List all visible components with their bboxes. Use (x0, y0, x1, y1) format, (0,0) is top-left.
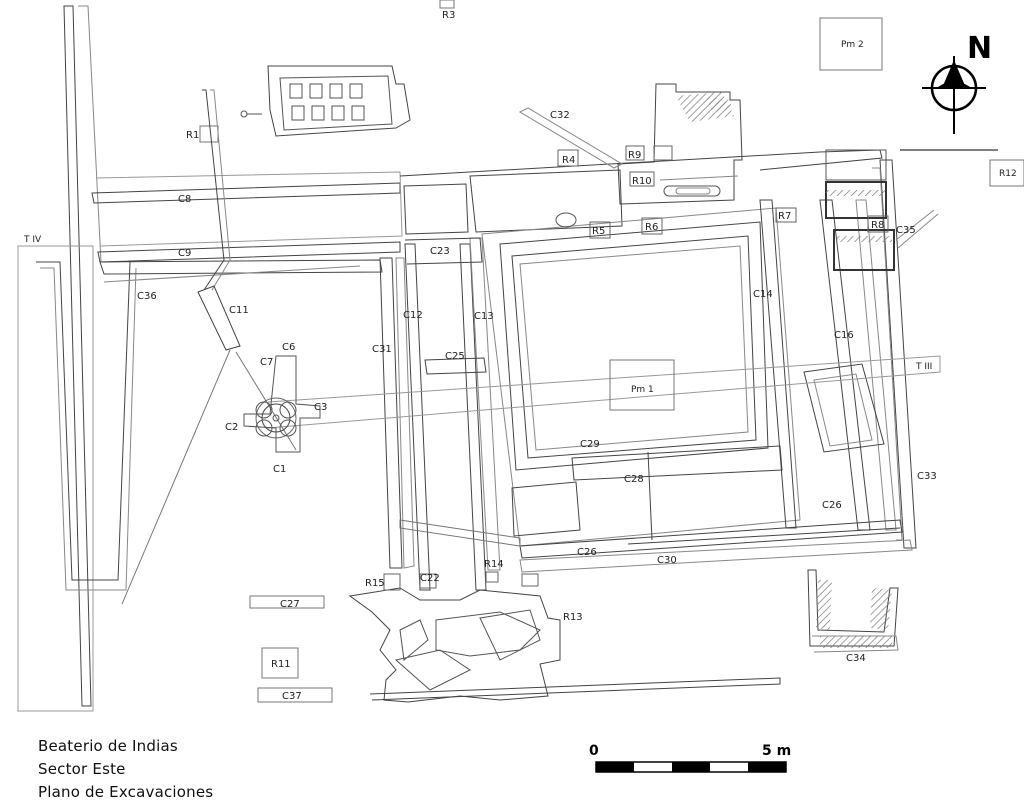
north-arrow: N (900, 31, 998, 151)
scale-start-label: 0 (589, 743, 599, 759)
label-C26a: C26 (822, 500, 842, 511)
label-C14: C14 (753, 289, 773, 300)
label-Pm2: Pm 2 (841, 40, 864, 50)
label-R13: R13 (563, 612, 583, 623)
title-line-3: Plano de Excavaciones (38, 783, 214, 801)
label-R4: R4 (562, 155, 575, 166)
label-C37: C37 (282, 691, 302, 702)
wall-lines (17, 0, 1024, 712)
label-C26b: C26 (577, 547, 597, 558)
label-R3: R3 (442, 10, 455, 21)
label-C28: C28 (624, 474, 644, 485)
label-C1: C1 (273, 464, 286, 475)
label-R15: R15 (365, 578, 385, 589)
label-C36: C36 (137, 291, 157, 302)
label-C11: C11 (229, 305, 249, 316)
label-C30: C30 (657, 555, 677, 566)
label-C8: C8 (178, 194, 191, 205)
label-R6: R6 (645, 222, 658, 233)
label-C35: C35 (896, 225, 916, 236)
label-C31: C31 (372, 344, 392, 355)
label-R10: R10 (632, 176, 652, 187)
scale-end-label: 5 m (762, 743, 791, 759)
label-R7: R7 (778, 211, 791, 222)
label-C6: C6 (282, 342, 295, 353)
label-C25: C25 (445, 351, 465, 362)
title-line-1: Beaterio de Indias (38, 737, 178, 755)
label-C13: C13 (474, 311, 494, 322)
label-Pm1: Pm 1 (631, 385, 654, 395)
label-C29: C29 (580, 439, 600, 450)
label-C32: C32 (550, 110, 570, 121)
label-C34: C34 (846, 653, 866, 664)
north-label: N (967, 31, 992, 66)
label-C9: C9 (178, 248, 191, 259)
label-R14: R14 (484, 559, 504, 570)
hatched-areas (676, 92, 892, 648)
label-TIV: T IV (23, 235, 42, 245)
label-R11: R11 (271, 659, 291, 670)
label-C12: C12 (403, 310, 423, 321)
label-C2: C2 (225, 422, 238, 433)
label-R12: R12 (999, 169, 1017, 179)
label-C7: C7 (260, 357, 273, 368)
label-C3: C3 (314, 402, 327, 413)
label-C22: C22 (420, 573, 440, 584)
label-C16: C16 (834, 330, 854, 341)
feature-labels: R3 R1 C32 R4 R9 R10 R5 R6 R7 R8 C35 Pm 2… (23, 10, 1017, 702)
label-C33: C33 (917, 471, 937, 482)
label-R5: R5 (592, 226, 605, 237)
label-C27: C27 (280, 599, 300, 610)
scale-bar: 0 5 m (589, 743, 791, 773)
label-R1: R1 (186, 130, 199, 141)
title-line-2: Sector Este (38, 760, 126, 778)
label-C23: C23 (430, 246, 450, 257)
label-R9: R9 (628, 150, 641, 161)
label-TIII: T III (915, 362, 932, 372)
label-R8: R8 (871, 220, 884, 231)
